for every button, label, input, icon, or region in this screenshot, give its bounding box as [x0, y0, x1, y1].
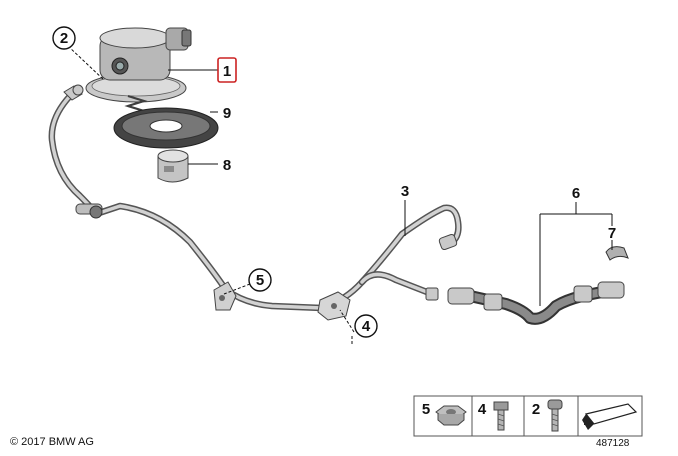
callout-6[interactable]: 6 [572, 185, 580, 202]
callout-4[interactable]: 4 [362, 318, 371, 335]
fuel-line-right[interactable] [317, 204, 462, 321]
pump-seal[interactable] [113, 107, 219, 149]
hose-clamp[interactable] [605, 246, 629, 261]
callout-8[interactable]: 8 [223, 157, 231, 174]
fastener-legend: 5 4 2 [413, 395, 643, 437]
callout-3[interactable]: 3 [401, 183, 409, 200]
legend-number-5: 5 [422, 401, 430, 418]
callout-9[interactable]: 9 [223, 105, 231, 122]
fuel-hose[interactable] [447, 281, 625, 325]
fuel-line-left[interactable] [48, 84, 326, 312]
callout-5[interactable]: 5 [256, 272, 264, 289]
callout-7[interactable]: 7 [608, 225, 616, 242]
nut-icon[interactable] [435, 405, 467, 426]
legend-number-2: 2 [532, 401, 540, 418]
callout-2[interactable]: 2 [60, 30, 68, 47]
torx-bolt-icon[interactable] [547, 399, 563, 432]
direction-arrow-icon [582, 403, 638, 430]
callout-1[interactable]: 1 [223, 63, 231, 80]
diagram-id: 487128 [596, 438, 630, 449]
copyright-notice: © 2017 BMW AG [10, 436, 94, 448]
callout-1-highlight [217, 57, 237, 83]
hex-bolt-icon[interactable] [493, 401, 509, 431]
legend-number-4: 4 [478, 401, 487, 418]
roller-tappet[interactable] [157, 149, 189, 183]
